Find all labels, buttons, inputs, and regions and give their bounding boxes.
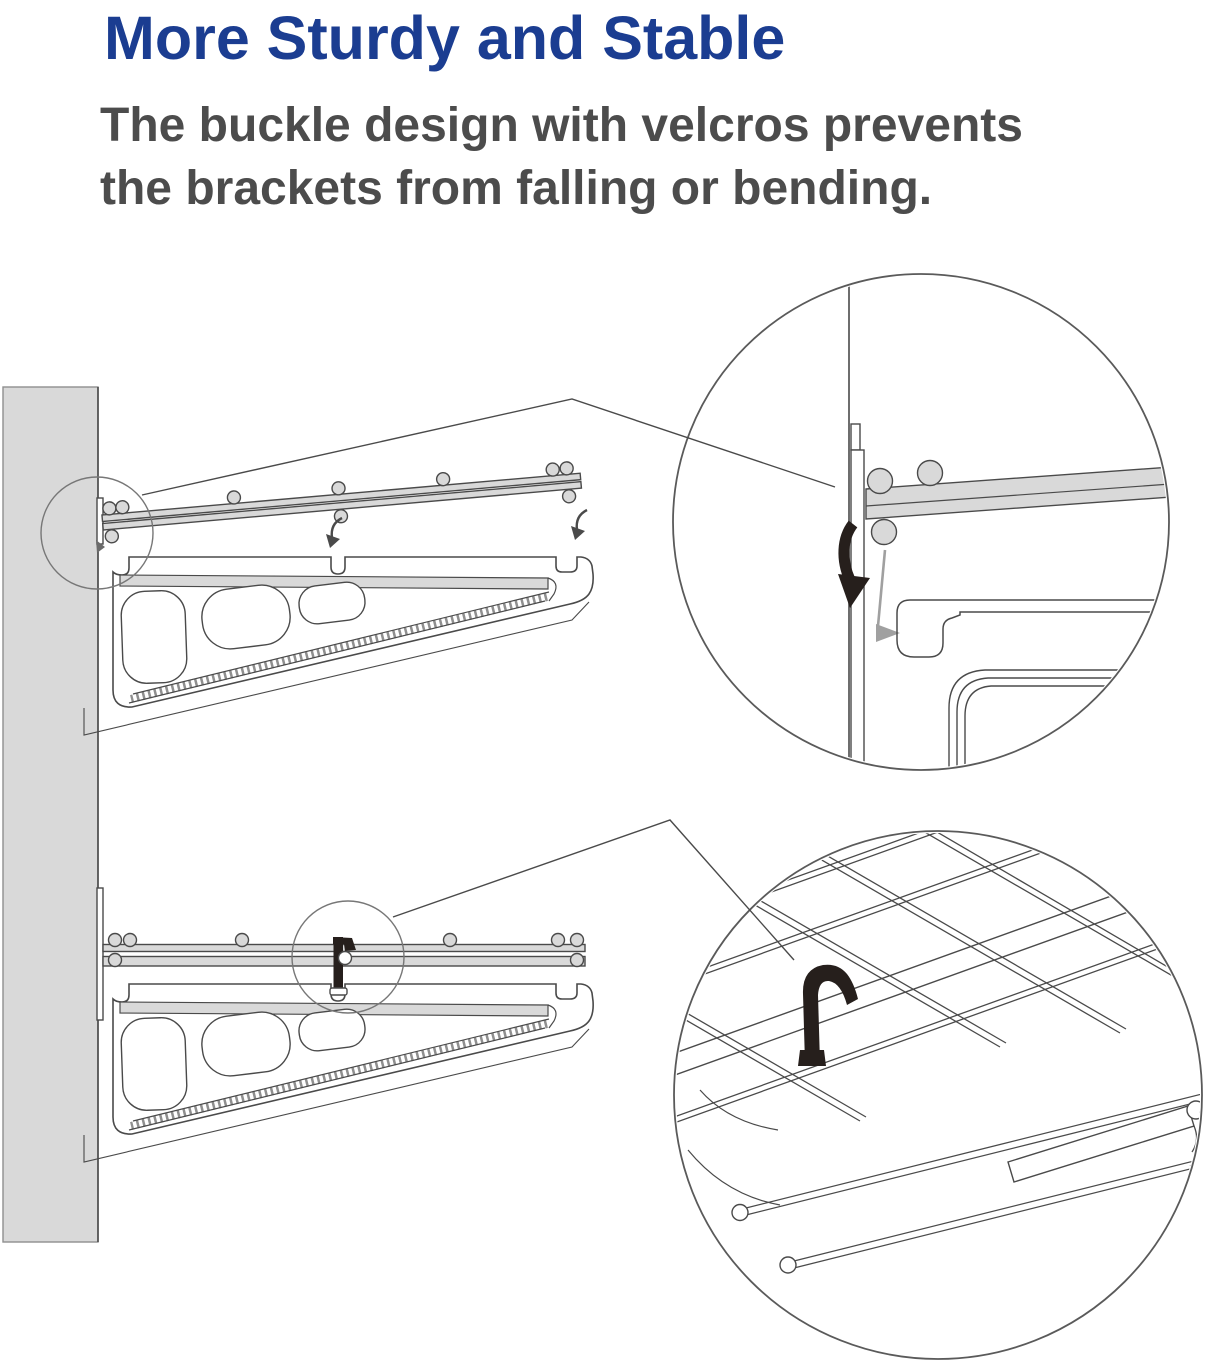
- wall-rail-profile-cap: [850, 423, 861, 451]
- zoom-indicator-circle-top: [40, 476, 154, 590]
- wall-rail-profile: [850, 449, 865, 768]
- bracket-corner-tube: [948, 669, 1167, 768]
- magnifier-leader-top: [141, 398, 836, 496]
- wire-hook-ends: [107, 932, 585, 968]
- magnified-view-top: [672, 273, 1170, 771]
- buckle-motion-arrow: [838, 520, 870, 608]
- shelf-frame-bar: [865, 466, 1167, 520]
- slot-direction-mark: [96, 540, 105, 553]
- bracket-hook-profile: [896, 599, 1167, 658]
- shelf-band: [676, 858, 1200, 1085]
- magnifier-leader-bottom: [392, 819, 795, 961]
- slide-direction-arrow: [876, 549, 900, 642]
- subtitle-line-1: The buckle design with velcros prevents: [100, 99, 1023, 152]
- velcro-buckle-magnified: [798, 964, 858, 1066]
- page-subtitle: The buckle design with velcros prevents …: [100, 94, 1023, 220]
- wall-post: [2, 386, 99, 1243]
- rotate-down-arrow-right: [569, 508, 589, 542]
- side-rails: [687, 1089, 1200, 1270]
- zoom-indicator-circle-bottom: [291, 900, 405, 1014]
- rod-end-caps: [731, 1100, 1200, 1274]
- exploded-wire-rod: [101, 461, 583, 544]
- wire-rod-cross-sections: [866, 459, 944, 546]
- velcro-buckle: [329, 937, 356, 996]
- magnified-view-bottom: [673, 830, 1203, 1360]
- wall-rail-bottom: [96, 887, 104, 1021]
- page-title: More Sturdy and Stable: [104, 4, 786, 72]
- wire-hook-ends: [102, 461, 577, 544]
- subtitle-line-2: the brackets from falling or bending.: [100, 162, 933, 215]
- bottom-bracket: [84, 984, 593, 1162]
- top-bracket: [84, 557, 593, 735]
